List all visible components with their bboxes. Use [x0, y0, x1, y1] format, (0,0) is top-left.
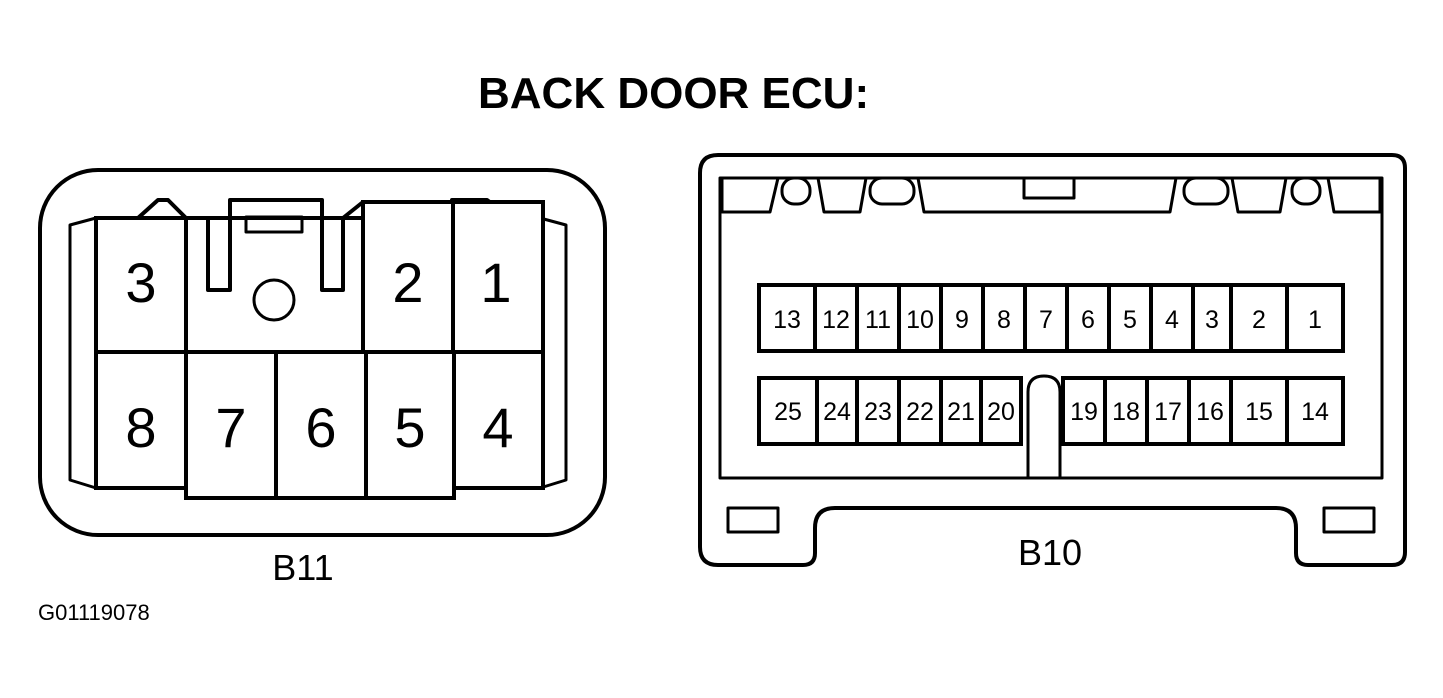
b10-cell-18: [1103, 376, 1149, 446]
b10-inner-wall: [718, 176, 1384, 480]
b11-pin-label: 8: [125, 396, 156, 459]
b10-pin-label: 20: [987, 398, 1015, 426]
b10-pin-label: 1: [1308, 306, 1322, 334]
b10-pin-label: 24: [823, 398, 851, 426]
b10-pin-label: 14: [1301, 398, 1329, 426]
b10-pin-label: 10: [906, 306, 934, 334]
b10-cell-14: [1285, 376, 1345, 446]
b10-pin-label: 13: [773, 306, 801, 334]
b11-pin-label: 1: [480, 251, 511, 314]
b11-cell-5: [364, 350, 456, 500]
b10-center-slot: [1026, 374, 1062, 478]
b10-cell-13: [757, 283, 817, 353]
b11-pin-label: 3: [125, 251, 156, 314]
b11-cell-8: [94, 350, 188, 490]
b10-connector-label: B10: [1018, 532, 1082, 573]
b10-cell-2: [1229, 283, 1289, 353]
figure-code: G01119078: [38, 600, 150, 625]
b10-foot-left: [726, 506, 780, 534]
b10-pin-label: 17: [1154, 398, 1182, 426]
b10-key-center-left: [868, 176, 916, 206]
b10-tab-left: [720, 177, 780, 214]
b10-pin-label: 8: [997, 306, 1011, 334]
b11-connector-label: B11: [272, 547, 333, 588]
b11-pin-label: 5: [394, 396, 425, 459]
b10-pin-label: 23: [864, 398, 892, 426]
b10-cell-11: [855, 283, 901, 353]
b10-pin-label: 11: [865, 306, 891, 334]
b10-key-left: [780, 176, 812, 206]
b10-pin-label: 25: [774, 398, 802, 426]
b10-pin-label: 16: [1196, 398, 1224, 426]
b10-pin-label: 12: [822, 306, 850, 334]
b10-latch-center: [1022, 176, 1076, 200]
b11-cell-7: [184, 350, 278, 500]
b11-left-rail: [68, 216, 97, 490]
b10-tab-right: [1326, 177, 1382, 214]
b11-right-rail: [539, 216, 568, 490]
b11-pin-label: 6: [305, 396, 336, 459]
diagram-title: BACK DOOR ECU:: [478, 69, 869, 118]
b10-foot-right: [1322, 506, 1376, 534]
b10-cell-5: [1107, 283, 1153, 353]
b11-pin-label: 7: [215, 396, 246, 459]
connector-b11: 3 2 1 8 7 6 5 4 B11: [38, 168, 607, 588]
b10-cell-6: [1065, 283, 1111, 353]
b10-pin-label: 22: [906, 398, 934, 426]
b10-pin-label: 5: [1123, 306, 1137, 334]
b10-key-right: [1290, 176, 1322, 206]
b10-pin-label: 4: [1165, 306, 1179, 334]
b10-cell-22: [897, 376, 943, 446]
b10-tab-center: [916, 177, 1178, 214]
b10-pin-label: 18: [1112, 398, 1140, 426]
b11-outer-housing: [38, 168, 607, 537]
b10-pin-label: 9: [955, 306, 969, 334]
b10-key-center-right: [1182, 176, 1230, 206]
b10-cell-1: [1285, 283, 1345, 353]
b11-cell-6: [274, 350, 368, 500]
b11-pin-label: 4: [482, 396, 513, 459]
b10-cell-3: [1191, 283, 1233, 353]
b10-cell-20: [979, 376, 1023, 446]
b11-pin-label: 2: [392, 251, 423, 314]
b10-pin-label: 3: [1205, 306, 1219, 334]
b10-pin-label: 6: [1081, 306, 1095, 334]
b11-guide-hole: [252, 278, 296, 322]
b10-pin-label: 21: [947, 398, 975, 426]
b11-cell-3: [94, 216, 188, 354]
b11-center-block: [184, 216, 365, 354]
b10-pin-label: 7: [1039, 306, 1053, 334]
b10-outer-housing: [698, 153, 1407, 567]
b10-tab-right2: [1230, 177, 1288, 214]
b10-cell-12: [813, 283, 859, 353]
b11-cell-4: [452, 350, 545, 490]
b10-tab-left2: [816, 177, 868, 214]
b10-pin-label: 19: [1070, 398, 1098, 426]
connector-b10: 13 12 11 10 9 8 7 6 5 4 3 2 1 25 24 23 2…: [698, 153, 1407, 573]
b10-pin-label: 2: [1252, 306, 1266, 334]
b10-pin-label: 15: [1245, 398, 1273, 426]
b10-cell-10: [897, 283, 943, 353]
b10-cell-19: [1061, 376, 1107, 446]
